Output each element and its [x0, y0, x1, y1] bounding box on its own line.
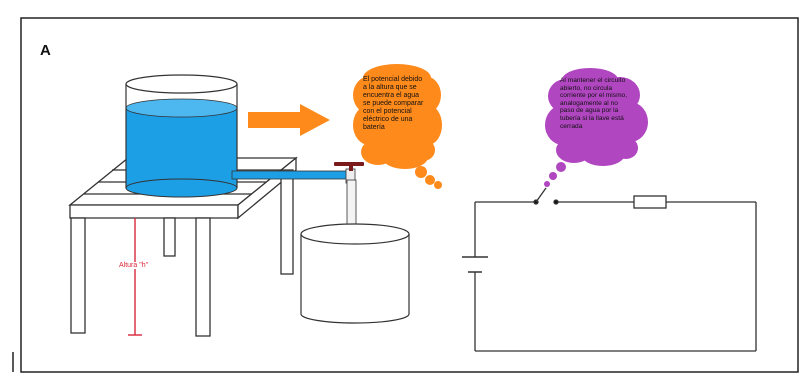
valve-spout [346, 179, 357, 231]
table-leg-back-left [163, 217, 176, 257]
bucket [300, 223, 410, 324]
tank-water [126, 108, 237, 188]
resistor [633, 195, 667, 209]
open-circuit-analogy-bubble [544, 68, 648, 187]
tank-bottom [125, 178, 238, 198]
table-leg-front-left [70, 217, 86, 334]
table-leg-front-right [195, 217, 211, 337]
battery-analogy-text: El potencial debido a la altura que se e… [363, 76, 424, 131]
height-label: Altura "h" [118, 262, 150, 269]
electric-circuit [462, 187, 757, 352]
water-tank [125, 74, 238, 198]
open-switch [535, 187, 547, 203]
height-marker [128, 218, 142, 336]
switch-contact [553, 199, 559, 205]
valve-handle [334, 162, 364, 166]
water-pipe [231, 170, 355, 180]
open-circuit-analogy-text: Al mantener el circuito abierto, no circ… [560, 77, 628, 130]
figure-frame [20, 17, 799, 373]
orange-arrow [248, 104, 330, 136]
tank-water-surface [125, 98, 238, 118]
tank-rim [125, 74, 238, 94]
table-leg-back-right [280, 169, 294, 275]
table-front-edge [69, 204, 239, 219]
battery-analogy-bubble [353, 64, 442, 189]
panel-label: A [40, 42, 51, 59]
